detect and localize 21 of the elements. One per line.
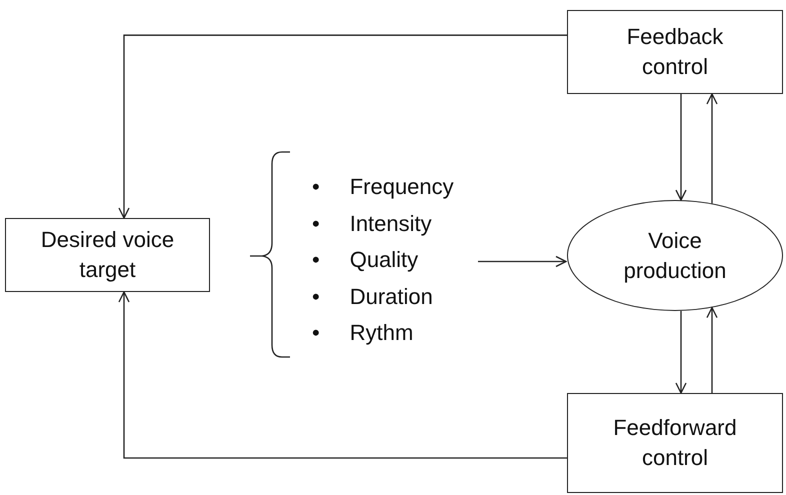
arrow — [706, 93, 718, 204]
arrow — [478, 256, 567, 268]
process-box: Desired voice target — [5, 218, 210, 292]
arrow — [118, 291, 567, 459]
process-box: Feedforward control — [567, 393, 783, 493]
arrow — [118, 34, 567, 219]
list-item: Intensity — [350, 210, 433, 236]
process-box: Feedback control — [567, 10, 783, 94]
list-item: Frequency — [350, 174, 455, 200]
bullet: • — [312, 174, 320, 200]
list-item: Rythm — [350, 320, 414, 346]
bullet: • — [312, 247, 320, 273]
bullet: • — [312, 284, 320, 310]
bullet: • — [312, 210, 320, 236]
arrow — [706, 307, 718, 393]
process-ellipse: Voice production — [567, 200, 783, 311]
arrow — [675, 310, 687, 394]
arrow — [675, 94, 687, 201]
list-item: Duration — [350, 284, 434, 310]
bullet: • — [312, 320, 320, 346]
list-item: Quality — [350, 247, 420, 273]
